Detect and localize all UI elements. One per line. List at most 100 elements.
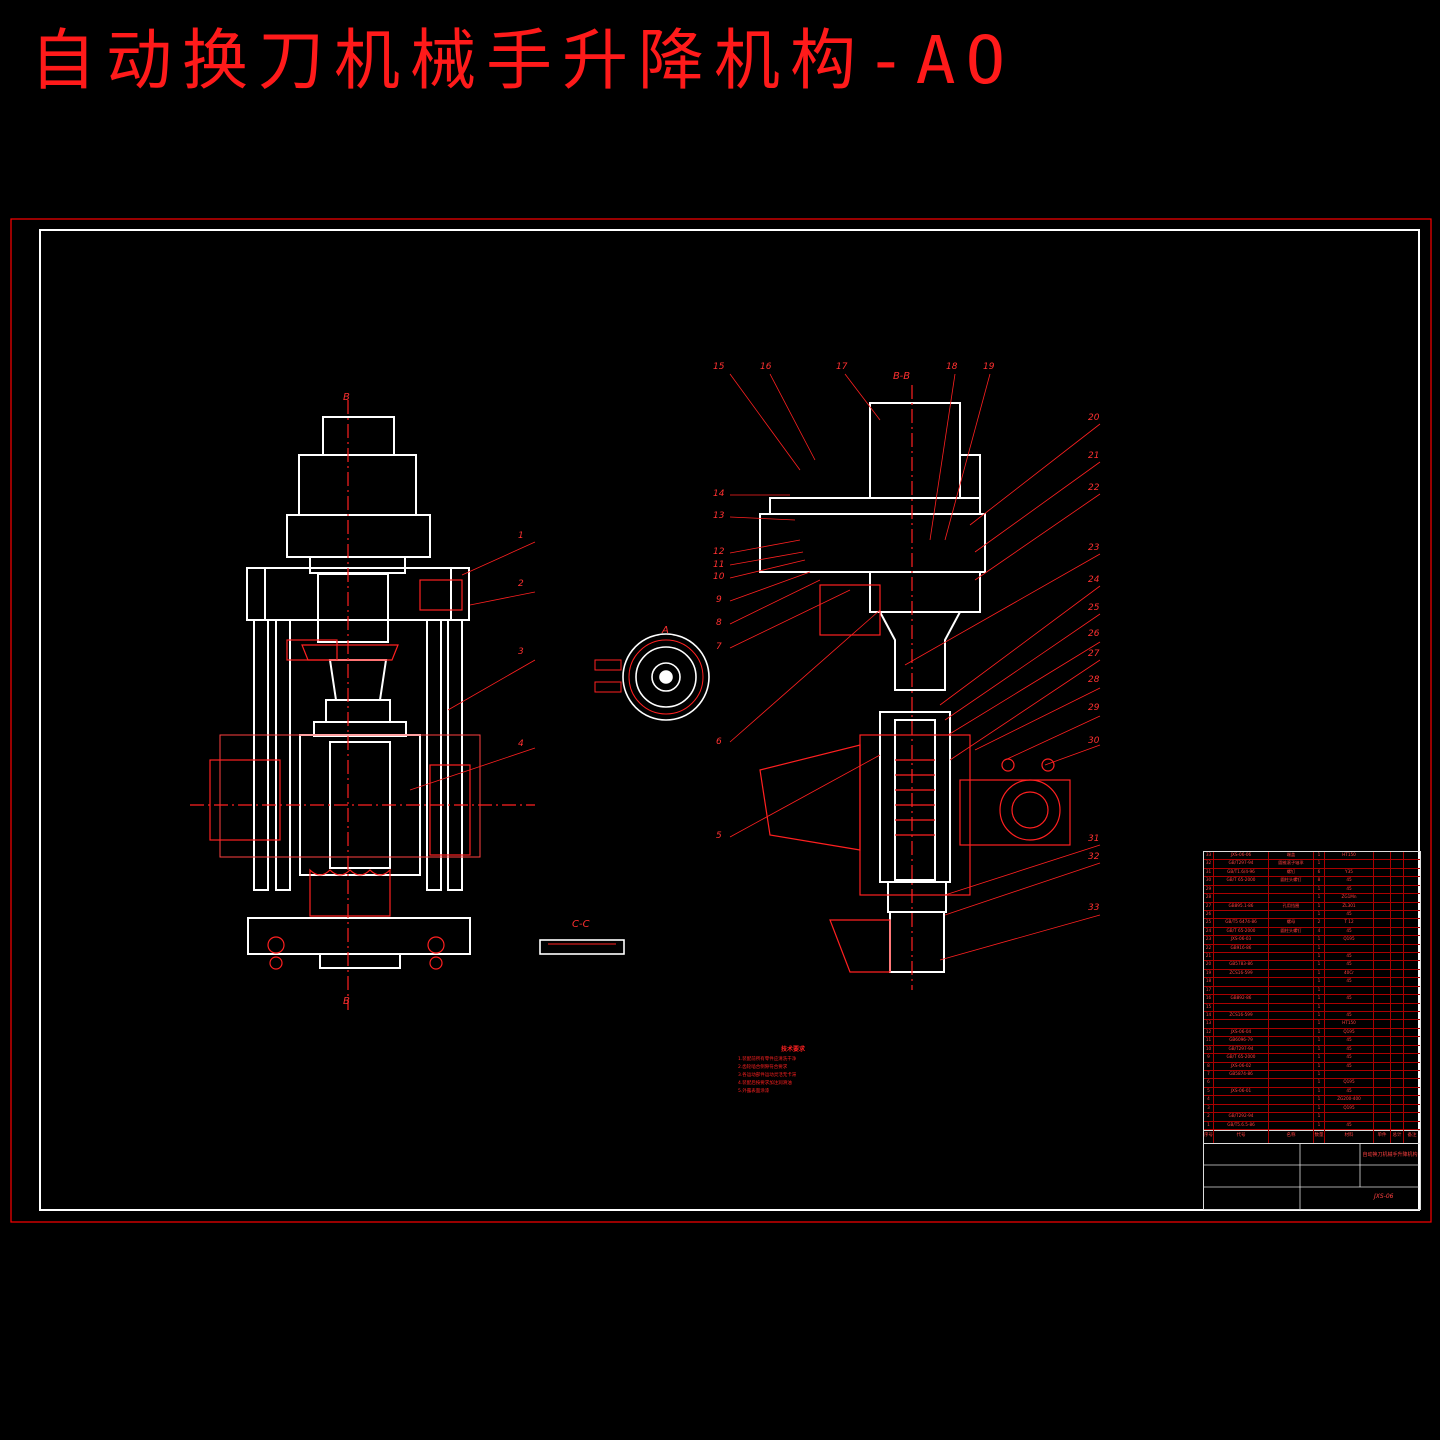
- bom-cell: GB/T1.6/4-96: [1214, 868, 1269, 877]
- bom-cell: 1: [1314, 1054, 1325, 1062]
- bom-cell: [1374, 927, 1391, 936]
- bom-cell: [1269, 1104, 1314, 1113]
- bom-cell-note: [1404, 1088, 1420, 1095]
- bom-cell: [1391, 969, 1404, 978]
- bom-cell: 6: [1204, 1079, 1214, 1087]
- bom-cell: [1325, 1113, 1374, 1121]
- bom-cell: GB916-86: [1214, 944, 1269, 953]
- bom-cell: 32: [1204, 860, 1214, 868]
- bom-cell: [1374, 1012, 1391, 1020]
- bom-cell: 15: [1204, 1003, 1214, 1012]
- bom-cell: Y35: [1325, 868, 1374, 877]
- bom-cell: Q195: [1325, 1028, 1374, 1037]
- bom-cell: [1391, 961, 1404, 969]
- drawing-title: 自动换刀机械手升降机构-AO: [30, 22, 1016, 99]
- bom-cell: [1374, 852, 1391, 860]
- bom-cell-note: [1404, 1020, 1420, 1027]
- bom-cell: [1391, 995, 1404, 1003]
- bom-cell: 1: [1314, 885, 1325, 894]
- bom-cell: [1269, 978, 1314, 986]
- bom-cell: [1269, 1121, 1314, 1129]
- callout-4: 4: [518, 739, 524, 749]
- bom-cell-note: [1404, 1113, 1420, 1120]
- bom-cell: [1391, 927, 1404, 936]
- callout-25: 25: [1088, 603, 1100, 613]
- bom-cell: 33: [1204, 852, 1214, 860]
- callout-32: 32: [1088, 852, 1100, 862]
- bom-cell: [1391, 1070, 1404, 1079]
- section-bb-bottom-mark: B: [343, 996, 350, 1007]
- callout-11: 11: [713, 560, 725, 570]
- bom-cell: [1374, 1070, 1391, 1079]
- bom-cell: [1374, 919, 1391, 927]
- bom-cell: 1: [1314, 852, 1325, 860]
- bom-cell: [1391, 1113, 1404, 1121]
- bom-cell: 7: [1204, 1070, 1214, 1079]
- technical-notes: 技术要求 1.装配前所有零件应清洗干净 2.齿轮啮合侧隙符合要求 3.各运动部件…: [738, 1046, 848, 1096]
- detail-a-label: A: [662, 625, 669, 636]
- bom-cell: [1374, 894, 1391, 902]
- bom-cell: [1374, 885, 1391, 894]
- bom-cell: 22: [1204, 944, 1214, 953]
- bom-cell-note: [1404, 1004, 1420, 1011]
- bom-cell: T 12: [1325, 919, 1374, 927]
- bom-cell: 螺钉: [1269, 868, 1314, 877]
- callout-24: 24: [1088, 575, 1100, 585]
- bom-cell-note: [1404, 945, 1420, 952]
- bom-header-cell: 名称: [1269, 1129, 1314, 1143]
- bom-cell: 1: [1314, 894, 1325, 902]
- callout-20: 20: [1088, 413, 1100, 423]
- bom-cell: 21: [1204, 953, 1214, 961]
- bom-cell: [1391, 1037, 1404, 1045]
- bom-cell: [1269, 986, 1314, 995]
- bom-cell: 螺母: [1269, 919, 1314, 927]
- bom-cell: [1269, 1054, 1314, 1062]
- callout-30: 30: [1088, 736, 1100, 746]
- bom-cell: [1374, 1062, 1391, 1070]
- bom-cell: ZCS16-599: [1214, 1012, 1269, 1020]
- bom-cell: 1: [1314, 1028, 1325, 1037]
- bom-header-cell: 序号: [1204, 1129, 1214, 1143]
- bom-cell: 45: [1325, 927, 1374, 936]
- bom-cell: JXS-06-02: [1214, 1062, 1269, 1070]
- bom-cell: 45: [1325, 1037, 1374, 1045]
- bom-cell: [1374, 944, 1391, 953]
- bom-cell: [1391, 978, 1404, 986]
- bom-cell: 45: [1325, 995, 1374, 1003]
- bom-cell-note: [1404, 1071, 1420, 1078]
- bom-cell: GB895.1-86: [1214, 902, 1269, 910]
- bom-cell: 1: [1314, 1020, 1325, 1028]
- title-block-name: 自动换刀机械手升降机构: [1362, 1152, 1418, 1158]
- bom-cell: [1374, 969, 1391, 978]
- bom-cell: 1: [1314, 1096, 1325, 1104]
- bom-cell-note: [1404, 1096, 1420, 1103]
- bom-cell: [1374, 860, 1391, 868]
- bom-cell: [1374, 910, 1391, 919]
- bom-cell-note: [1404, 919, 1420, 926]
- callout-15: 15: [713, 362, 725, 372]
- callout-13: 13: [713, 511, 725, 521]
- bom-cell: [1214, 986, 1269, 995]
- bom-cell: [1269, 894, 1314, 902]
- bom-cell: GB5874-86: [1214, 1070, 1269, 1079]
- bom-cell: ZG1Mn: [1325, 894, 1374, 902]
- bom-cell: 14: [1204, 1012, 1214, 1020]
- bom-cell: 1: [1314, 1087, 1325, 1096]
- bom-cell: [1391, 1028, 1404, 1037]
- bom-cell: 11: [1204, 1037, 1214, 1045]
- bom-cell: [1391, 953, 1404, 961]
- bom-cell: 45: [1325, 1087, 1374, 1096]
- section-bb-top-mark: B: [343, 392, 350, 403]
- bom-cell: 25: [1204, 919, 1214, 927]
- title-block: 自动换刀机械手升降机构 JXS-06: [1203, 1143, 1421, 1210]
- bom-cell-note: [1404, 936, 1420, 943]
